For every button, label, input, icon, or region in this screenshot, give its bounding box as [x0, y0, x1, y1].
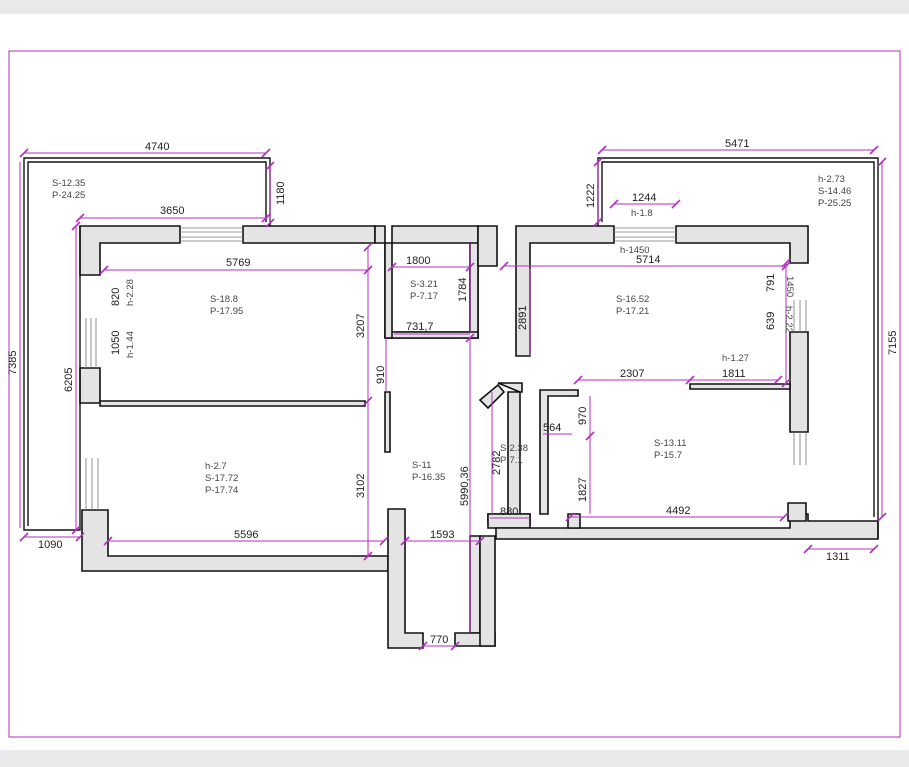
dim-label: h-1.44	[125, 331, 136, 358]
dim-label: 3102	[355, 474, 367, 498]
dim-label: 1827	[577, 478, 589, 502]
dim-label: 1311	[826, 551, 850, 563]
dim-label: 7385	[7, 351, 19, 375]
room-label-hall: P-16.35	[412, 472, 445, 483]
dim-label: 731,7	[406, 321, 434, 333]
dim-label: 639	[765, 312, 777, 330]
dim-label: h-2.28	[125, 279, 136, 306]
dimension-lines	[19, 145, 887, 651]
dim-label: h-2.22	[783, 306, 794, 333]
dim-label: 1222	[585, 184, 597, 208]
room-label-balcony-right: h-2.73	[818, 174, 845, 185]
dim-label: 1090	[38, 539, 62, 551]
room-label-top-right: S-16.52	[616, 294, 649, 305]
dim-label: 1050	[110, 331, 122, 355]
dim-label: 2891	[517, 306, 529, 330]
drawing-frame	[8, 50, 901, 738]
dimension-labels: 4740 1180 3650 7385 6205 820 1050 5769 3…	[7, 138, 899, 646]
dim-label: 564	[543, 422, 561, 434]
balconies	[23, 157, 879, 539]
room-label-balcony-left: S-12.35	[52, 178, 85, 189]
room-label-top-right: P-17.21	[616, 306, 649, 317]
dim-label: 770	[430, 634, 448, 646]
dim-label: 4740	[145, 141, 169, 153]
room-label-hall: S-11	[412, 460, 431, 471]
windows	[85, 227, 807, 510]
room-label-top-left: P-17.95	[210, 306, 243, 317]
room-label-balcony-right: P-25.25	[818, 198, 851, 209]
dim-label: 5471	[725, 138, 749, 150]
dim-label: 1180	[275, 181, 287, 205]
room-label-kitchen: P-15.7	[654, 450, 682, 461]
dim-label: 1593	[430, 529, 454, 541]
walls	[79, 225, 879, 649]
room-label-bottom-left: h-2.7	[205, 461, 227, 472]
room-label-bottom-left: S-17.72	[205, 473, 238, 484]
dim-label: h-1.8	[631, 208, 653, 219]
room-label-bath: P-7.17	[410, 291, 438, 302]
drawing-sheet: 4740 1180 3650 7385 6205 820 1050 5769 3…	[0, 14, 909, 750]
dim-label: 3207	[355, 314, 367, 338]
dim-label: 1450	[784, 276, 795, 297]
dim-label: 1800	[406, 255, 430, 267]
dim-label: 910	[375, 366, 387, 384]
room-label-bottom-left: P-17.74	[205, 485, 238, 496]
floor-plan: 4740 1180 3650 7385 6205 820 1050 5769 3…	[7, 50, 901, 738]
dim-label: h-1450	[620, 245, 650, 256]
dim-label: 5596	[234, 529, 258, 541]
dim-label: 2307	[620, 368, 644, 380]
dim-label: 1811	[722, 368, 746, 380]
room-label-wc: S-2.38	[500, 443, 528, 454]
dim-label: 5769	[226, 257, 250, 269]
dim-label: 7155	[887, 331, 899, 355]
dim-label: 6205	[63, 368, 75, 392]
dim-label: 2782	[491, 451, 503, 475]
dim-label: 880	[500, 506, 518, 518]
dim-label: 4492	[666, 505, 690, 517]
room-label-wc: P-7.1	[500, 455, 523, 466]
dim-label: 791	[765, 274, 777, 292]
dim-label: 5714	[636, 254, 660, 266]
dim-label: h-1.27	[722, 353, 749, 364]
room-label-balcony-left: P-24.25	[52, 190, 85, 201]
room-label-balcony-right: S-14.46	[818, 186, 851, 197]
dim-label: 820	[110, 288, 122, 306]
dim-label: 1244	[632, 192, 656, 204]
dim-label: 970	[577, 407, 589, 425]
dim-label: 1784	[457, 278, 469, 302]
room-label-top-left: S-18.8	[210, 294, 238, 305]
room-label-kitchen: S-13.11	[654, 438, 687, 449]
dim-label: 5990,36	[459, 466, 471, 506]
dim-label: 3650	[160, 205, 184, 217]
room-label-bath: S-3.21	[410, 279, 438, 290]
room-labels: S-12.35 P-24.25 S-18.8 P-17.95 h-2.7 S-1…	[52, 174, 851, 496]
